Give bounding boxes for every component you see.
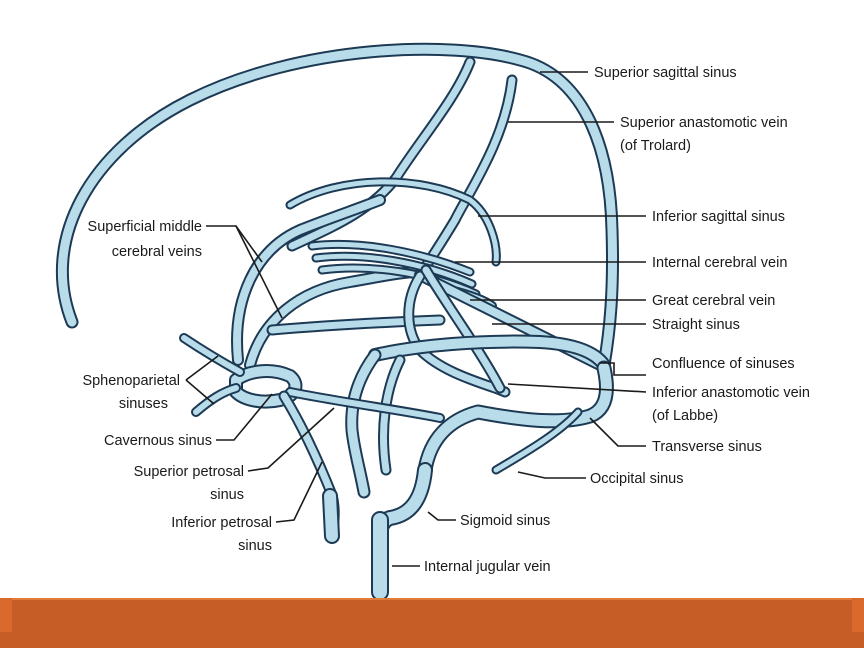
inferior-sagittal-sinus [285, 177, 501, 267]
label-superior-petrosal-sinus: Superior petrosal [134, 464, 244, 480]
label-internal-jugular-vein: Internal jugular vein [424, 559, 551, 575]
label-straight-sinus: Straight sinus [652, 317, 740, 333]
occipital-sinus [491, 407, 583, 475]
cavernous-left-branch [345, 348, 382, 499]
label-inferior-sagittal-sinus: Inferior sagittal sinus [652, 209, 785, 225]
footer-bar [0, 600, 864, 648]
superior-petrosal-sinus [285, 387, 445, 423]
label-inferior-anastomotic-vein-sub: (of Labbe) [652, 408, 718, 424]
transverse-sinus [417, 360, 614, 478]
label-inferior-anastomotic-vein: Inferior anastomotic vein [652, 385, 810, 401]
internal-cerebral-vein-1 [307, 239, 475, 277]
label-inferior-petrosal-sinus: Inferior petrosal [171, 515, 272, 531]
label-superior-sagittal-sinus: Superior sagittal sinus [594, 65, 737, 81]
confluence-trunk [368, 334, 611, 372]
label-cavernous-sinus: Cavernous sinus [104, 433, 212, 449]
label-superficial-middle-cerebral-veins: Superficial middle [88, 219, 202, 235]
superior-sagittal-sinus [55, 42, 620, 372]
label-superior-anastomotic-vein-sub: (of Trolard) [620, 138, 691, 154]
short-descending-vein [322, 488, 340, 544]
footer-edge-right [852, 598, 864, 632]
label-transverse-sinus: Transverse sinus [652, 439, 762, 455]
superficial-vein-to-petrosal [266, 314, 446, 336]
internal-cerebral-vein-3 [317, 263, 481, 299]
internal-cerebral-vein-2 [311, 251, 477, 289]
label-sphenoparietal-sinuses: Sphenoparietal [82, 373, 180, 389]
label-superficial-middle-cerebral-veins-sub: cerebral veins [112, 244, 202, 260]
label-inferior-petrosal-sinus-sub: sinus [238, 538, 272, 554]
sphenoparietal-lower [191, 383, 241, 417]
labels: Superior sagittal sinus Superior anastom… [82, 65, 810, 575]
label-great-cerebral-vein: Great cerebral vein [652, 293, 775, 309]
sphenoparietal-upper [179, 333, 245, 377]
footer-edge-left [0, 598, 12, 632]
label-sigmoid-sinus: Sigmoid sinus [460, 513, 550, 529]
label-occipital-sinus: Occipital sinus [590, 471, 683, 487]
label-sphenoparietal-sinuses-sub: sinuses [119, 396, 168, 412]
label-superior-petrosal-sinus-sub: sinus [210, 487, 244, 503]
label-superior-anastomotic-vein: Superior anastomotic vein [620, 115, 788, 131]
label-confluence-of-sinuses: Confluence of sinuses [652, 356, 795, 372]
vein-of-labbe [420, 264, 506, 394]
label-leaders [185, 71, 647, 567]
label-internal-cerebral-vein: Internal cerebral vein [652, 255, 787, 271]
vein-network [55, 42, 620, 601]
superficial-middle-cerebral-vein-a [231, 194, 386, 366]
